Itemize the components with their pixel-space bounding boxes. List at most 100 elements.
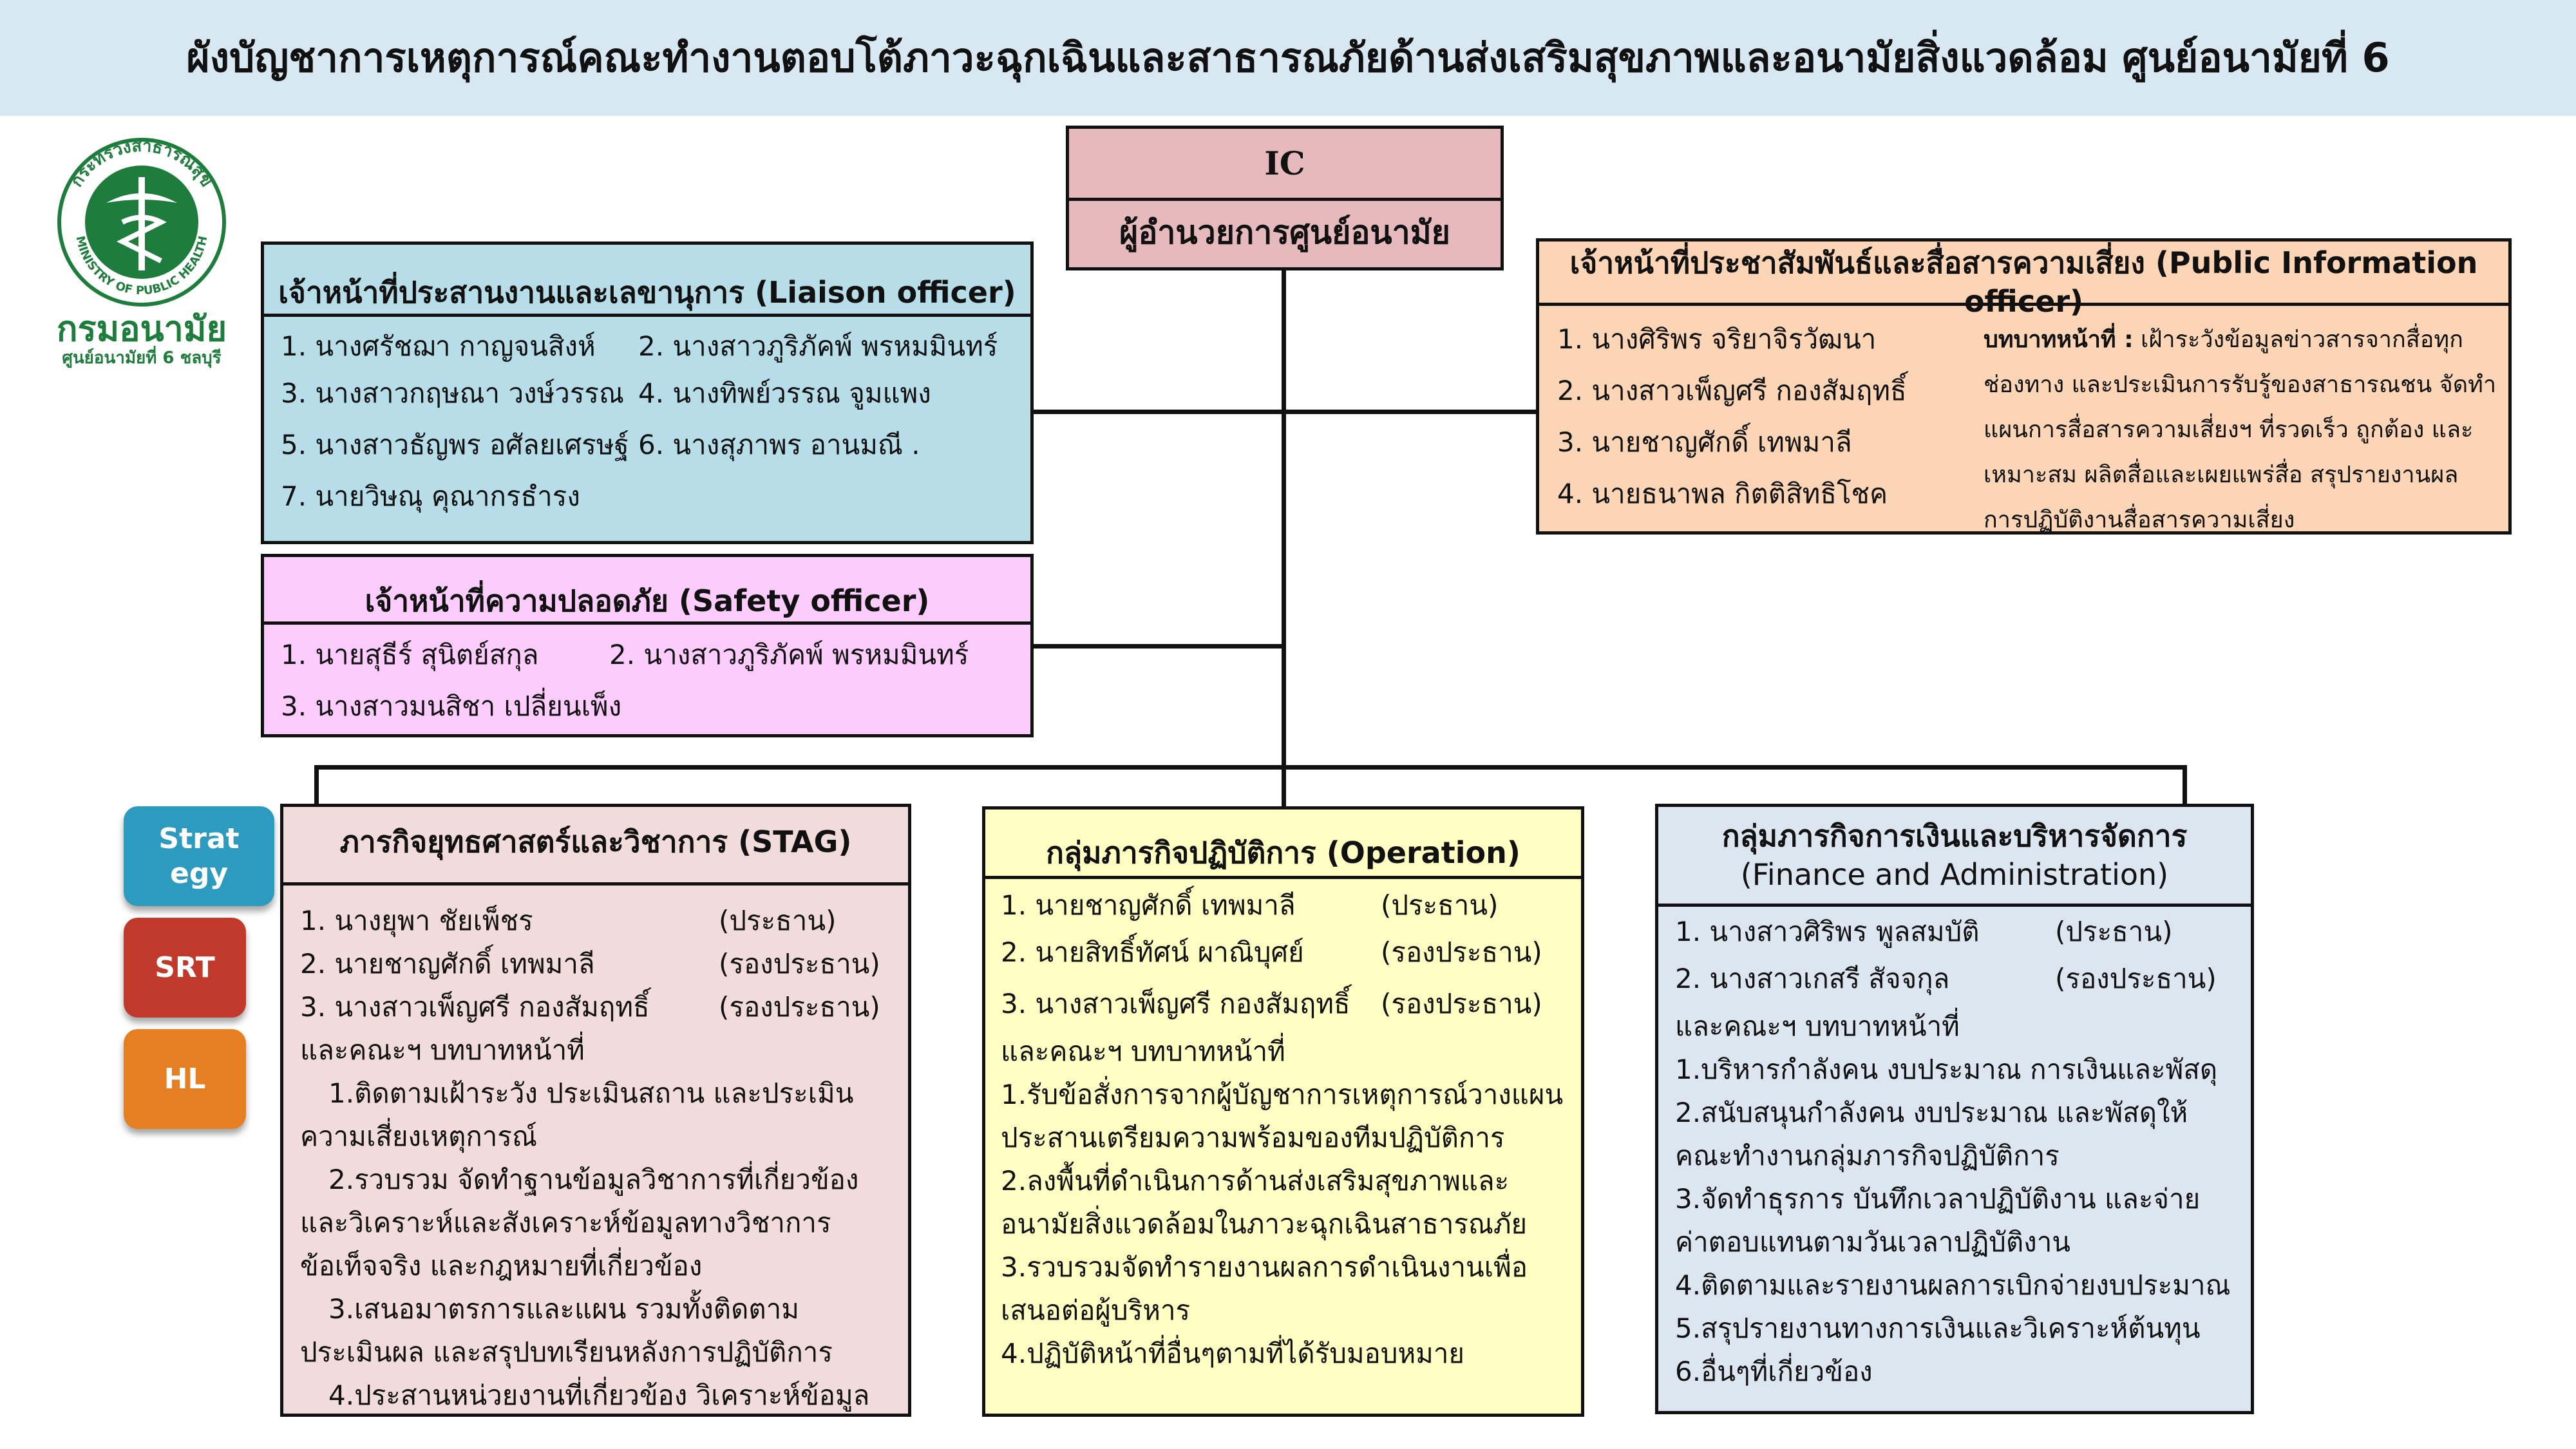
connector-main-vertical [1282, 270, 1286, 779]
stag-member: 2. นายชาญศักดิ์ เทพมาลี [300, 948, 595, 980]
finance-title-line2: (Finance and Administration) [1740, 857, 2169, 892]
safety-title: เจ้าหน้าที่ความปลอดภัย (Safety officer) [264, 557, 1030, 625]
hl-badge[interactable]: HL [124, 1029, 246, 1129]
stag-member-role: (ประธาน) [719, 905, 837, 936]
pio-role: บทบาทหน้าที่ : เฝ้าระวังข้อมูลข่าวสารจาก… [1984, 317, 2499, 533]
pio-role-line: เฝ้าระวังข้อมูลข่าวสารจากสื่อทุก [2133, 327, 2463, 353]
finance-member-role: (รองประธาน) [2055, 963, 2217, 994]
finance-role-intro: และคณะฯ บทบาทหน้าที่ [1675, 1010, 1960, 1042]
connector-stag [314, 765, 319, 804]
operation-duty: 1.รับข้อสั่งการจากผู้บัญชาการเหตุการณ์วา… [1001, 1079, 1564, 1110]
operation-member: 1. นายชาญศักดิ์ เทพมาลี [1001, 889, 1296, 921]
pio-members: 1. นางศิริพร จริยาจิรวัฒนา 2. นางสาวเพ็ญ… [1557, 314, 1982, 520]
pio-member: 2. นางสาวเพ็ญศรี กองสัมฤทธิ์ [1557, 375, 1907, 406]
liaison-member: 1. นางศรัชฌา กาญจนสิงห์ [281, 330, 596, 362]
safety-officer-box: เจ้าหน้าที่ความปลอดภัย (Safety officer) … [261, 554, 1034, 737]
finance-member: 2. นางสาวเกสรี สัจจกุล [1675, 963, 1950, 994]
ic-title: ผู้อำนวยการศูนย์อนามัย [1119, 214, 1450, 251]
safety-member: 1. นายสุธีร์ สุนิตย์สกุล [281, 639, 539, 670]
liaison-member: 3. นางสาวกฤษณา วงษ์วรรณ [281, 377, 624, 409]
stag-member-role: (รองประธาน) [719, 991, 880, 1023]
operation-member-role: (รองประธาน) [1381, 936, 1542, 968]
liaison-officer-box: เจ้าหน้าที่ประสานงานและเลขานุการ (Liaiso… [261, 242, 1034, 544]
safety-members: 1. นายสุธีร์ สุนิตย์สกุล 2. นางสาวภูริภั… [264, 621, 1030, 734]
finance-duty: 1.บริหารกำลังคน งบประมาณ การเงินและพัสดุ [1675, 1054, 2218, 1085]
liaison-member: 4. นางทิพย์วรรณ จูมแพง [638, 377, 931, 409]
finance-duty: 6.อื่นๆที่เกี่ยวข้อง [1675, 1356, 1873, 1387]
operation-duty: 2.ลงพื้นที่ดำเนินการด้านส่งเสริมสุขภาพแล… [1001, 1165, 1510, 1197]
connector-sections-bar [314, 765, 2187, 770]
stag-duty: 1.ติดตามเฝ้าระวัง ประเมินสถาน และประเมิน [328, 1077, 854, 1109]
stag-duty: 2.รวบรวม จัดทำฐานข้อมูลวิชาการที่เกี่ยวข… [328, 1164, 859, 1195]
safety-member: 3. นางสาวมนสิชา เปลี่ยนเพ็ง [281, 690, 622, 722]
connector-operation [1282, 765, 1286, 810]
pio-title: เจ้าหน้าที่ประชาสัมพันธ์และสื่อสารความเส… [1539, 242, 2508, 319]
stag-duty: ข้อเท็จจริง และกฎหมายที่เกี่ยวข้อง [300, 1250, 703, 1282]
operation-role-intro: และคณะฯ บทบาทหน้าที่ [1001, 1036, 1285, 1067]
stag-member: 3. นางสาวเพ็ญศรี กองสัมฤทธิ์ [300, 991, 650, 1023]
stag-box: ภารกิจยุทธศาสตร์และวิชาการ (STAG) 1. นาง… [280, 804, 911, 1417]
safety-member: 2. นางสาวภูริภัคพ์ พรหมมินทร์ [609, 639, 969, 670]
stag-member-role: (รองประธาน) [719, 948, 880, 980]
public-information-officer-box: เจ้าหน้าที่ประชาสัมพันธ์และสื่อสารความเส… [1536, 238, 2512, 535]
liaison-member: 5. นางสาวธัญพร อศัลยเศรษฐ์ [281, 429, 629, 460]
operation-duty: เสนอต่อผู้บริหาร [1001, 1294, 1191, 1326]
finance-duty: 2.สนับสนุนกำลังคน งบประมาณ และพัสดุให้ [1675, 1097, 2188, 1128]
stag-duty: และวิเคราะห์และสังเคราะห์ข้อมูลทางวิชากา… [300, 1207, 831, 1238]
finance-duty: คณะทำงานกลุ่มภารกิจปฏิบัติการ [1675, 1140, 2060, 1171]
stag-duty: ประเมินผล และสรุปบทเรียนหลังการปฏิบัติกา… [300, 1336, 833, 1368]
pio-member: 3. นายชาญศักดิ์ เทพมาลี [1557, 426, 1852, 458]
pio-role-line: เหมาะสม ผลิตสื่อและเผยแพร่สื่อ สรุปรายงา… [1984, 462, 2459, 488]
pio-role-line: ช่องทาง และประเมินการรับรู้ของสาธารณชน จ… [1984, 372, 2497, 398]
stag-title: ภารกิจยุทธศาสตร์และวิชาการ (STAG) [283, 807, 908, 886]
connector-safety [1034, 644, 1285, 649]
pio-role-line: การปฏิบัติงานสื่อสารความเสี่ยง [1984, 507, 2295, 533]
pio-member: 1. นางศิริพร จริยาจิรวัฒนา [1557, 323, 1877, 355]
liaison-member: 6. นางสุภาพร อานมณี . [638, 429, 920, 460]
liaison-member: 2. นางสาวภูริภัคพ์ พรหมมินทร์ [638, 330, 998, 362]
srt-badge[interactable]: SRT [124, 918, 246, 1018]
operation-duty: ประสานเตรียมความพร้อมของทีมปฏิบัติการ [1001, 1122, 1505, 1153]
finance-member: 1. นางสาวศิริพร พูลสมบัติ [1675, 916, 1980, 947]
stag-duty: 4.ประสานหน่วยงานที่เกี่ยวข้อง วิเคราะห์ข… [328, 1379, 870, 1411]
stag-duty: 3.เสนอมาตรการและแผน รวมทั้งติดตาม [328, 1293, 799, 1325]
liaison-member: 7. นายวิษณุ คุณากรธำรง [281, 480, 580, 512]
finance-duty: 5.สรุปรายงานทางการเงินและวิเคราะห์ต้นทุน [1675, 1312, 2201, 1344]
pio-member: 4. นายธนาพล กิตติสิทธิโชค [1557, 478, 1888, 509]
connector-finance [2183, 765, 2187, 804]
stag-duty: ความเสี่ยงเหตุการณ์ [300, 1121, 537, 1152]
operation-duty: อนามัยสิ่งแวดล้อมในภาวะฉุกเฉินสาธารณภัย [1001, 1208, 1528, 1240]
finance-member-role: (ประธาน) [2055, 916, 2173, 947]
pio-role-label: บทบาทหน้าที่ : [1984, 327, 2134, 353]
operation-content: 1. นายชาญศักดิ์ เทพมาลี (ประธาน) 2. นายสิ… [985, 876, 1581, 1414]
operation-member: 3. นางสาวเพ็ญศรี กองสัมฤทธิ์ [1001, 988, 1350, 1019]
connector-pio [1282, 410, 1536, 414]
operation-duty: 3.รวบรวมจัดทำรายงานผลการดำเนินงานเพื่อ [1001, 1251, 1528, 1283]
operation-duty: 4.ปฏิบัติหน้าที่อื่นๆตามที่ได้รับมอบหมาย [1001, 1338, 1465, 1369]
operation-box: กลุ่มภารกิจปฏิบัติการ (Operation) 1. นาย… [982, 806, 1584, 1417]
stag-member: 1. นางยุพา ชัยเพ็ชร [300, 905, 533, 936]
liaison-members: 1. นางศรัชฌา กาญจนสิงห์ 2. นางสาวภูริภัค… [264, 314, 1030, 541]
stag-content: 1. นางยุพา ชัยเพ็ชร (ประธาน) 2. นายชาญศัก… [283, 882, 908, 1414]
page-title: ผังบัญชาการเหตุการณ์คณะทำงานตอบโต้ภาวะฉุ… [0, 0, 2576, 116]
finance-title-line1: กลุ่มภารกิจการเงินและบริหารจัดการ [1721, 819, 2188, 853]
operation-member: 2. นายสิทธิ์ทัศน์ ผาณิบุศย์ [1001, 936, 1304, 968]
logo-subtitle: ศูนย์อนามัยที่ 6 ชลบุรี [62, 348, 222, 368]
liaison-title: เจ้าหน้าที่ประสานงานและเลขานุการ (Liaiso… [264, 245, 1030, 317]
operation-member-role: (รองประธาน) [1381, 988, 1542, 1019]
logo-name: กรมอนามัย [56, 308, 227, 349]
finance-title: กลุ่มภารกิจการเงินและบริหารจัดการ (Finan… [1658, 807, 2251, 907]
operation-member-role: (ประธาน) [1381, 889, 1499, 921]
strategy-badge[interactable]: Strat egy [124, 806, 274, 906]
pio-role-line: แผนการสื่อสารความเสี่ยงฯ ที่รวดเร็ว ถูกต… [1984, 417, 2474, 443]
finance-box: กลุ่มภารกิจการเงินและบริหารจัดการ (Finan… [1655, 804, 2254, 1414]
finance-content: 1. นางสาวศิริพร พูลสมบัติ (ประธาน) 2. นาง… [1658, 904, 2251, 1411]
operation-title: กลุ่มภารกิจปฏิบัติการ (Operation) [985, 810, 1581, 879]
finance-duty: ค่าตอบแทนตามวันเวลาปฏิบัติงาน [1675, 1226, 2071, 1258]
ic-code: IC [1069, 129, 1501, 201]
finance-duty: 3.จัดทำธุรการ บันทึกเวลาปฏิบัติงาน และจ่… [1675, 1183, 2201, 1215]
ic-box: IC ผู้อำนวยการศูนย์อนามัย [1066, 126, 1504, 270]
connector-liaison [1034, 410, 1285, 414]
